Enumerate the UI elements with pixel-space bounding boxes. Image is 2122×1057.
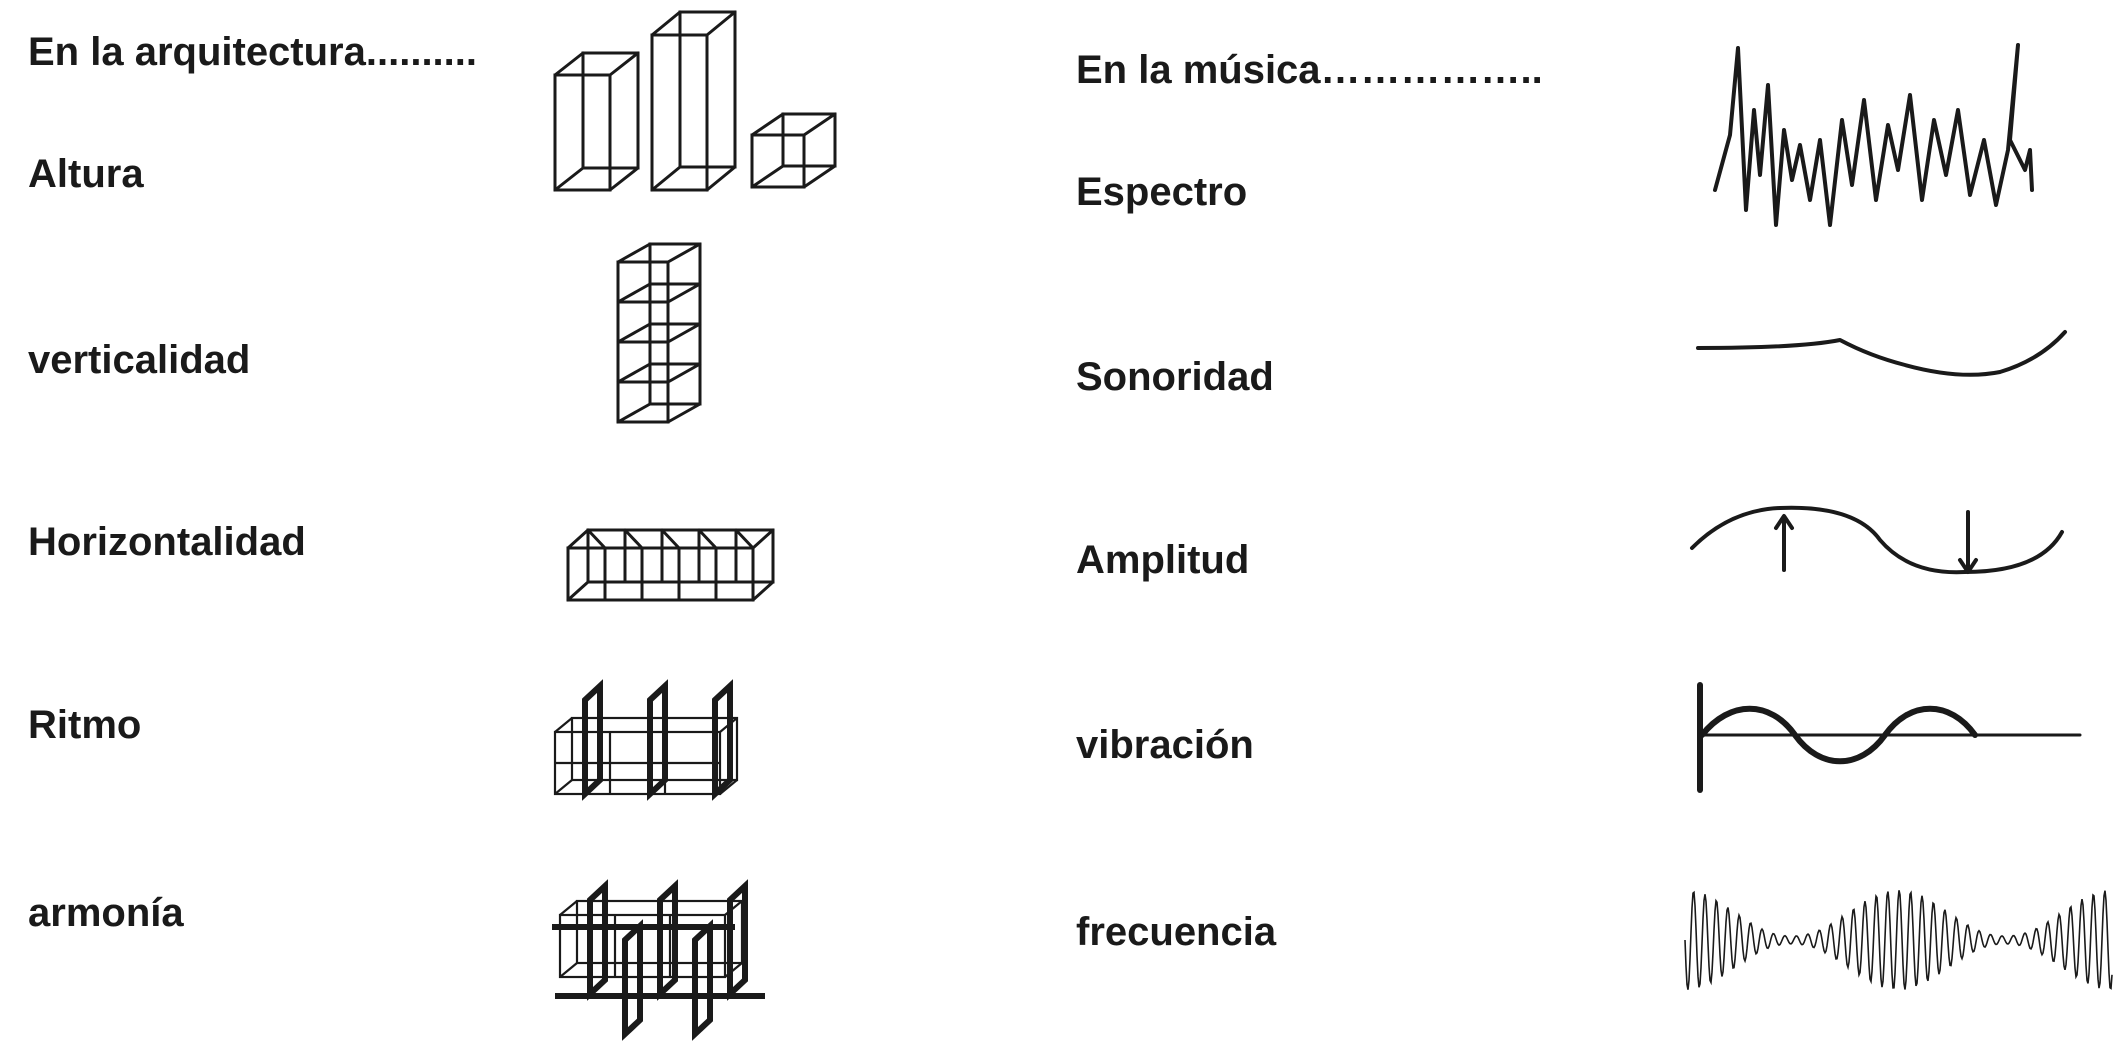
vibration-wave-icon [1697, 682, 2082, 793]
label-altura: Altura [28, 152, 144, 196]
label-sonoridad: Sonoridad [1076, 355, 1274, 399]
harmony-panels-icon [552, 879, 765, 1041]
label-espectro: Espectro [1076, 170, 1248, 214]
label-ritmo: Ritmo [28, 703, 142, 747]
label-frecuencia: frecuencia [1076, 910, 1277, 954]
label-amplitud: Amplitud [1076, 538, 1250, 582]
music-heading: En la música…………….. [1076, 48, 1543, 92]
label-verticalidad: verticalidad [28, 338, 251, 382]
sonority-curve-icon [1696, 330, 2067, 377]
spectrum-wave-icon [1713, 43, 2034, 227]
frequency-wave-icon [1684, 890, 2113, 990]
architecture-heading: En la arquitectura.......... [28, 30, 478, 74]
rhythm-panels-icon [553, 679, 739, 801]
label-armonia: armonía [28, 891, 184, 935]
tall-prisms-icon [553, 10, 837, 192]
stacked-cubes-icon [616, 242, 702, 424]
amplitude-wave-icon [1690, 505, 2064, 575]
label-vibracion: vibración [1076, 723, 1254, 767]
label-horizontalidad: Horizontalidad [28, 520, 306, 564]
row-of-cubes-icon [566, 528, 775, 602]
